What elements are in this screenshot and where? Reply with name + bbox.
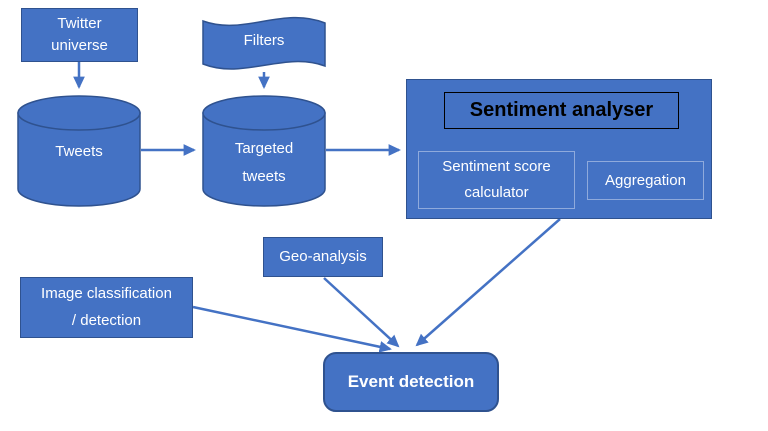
sentiment-analyser-title-box: Sentiment analyser	[444, 92, 679, 129]
arrow-geo-to-event	[323, 277, 400, 348]
sentiment-analyser-container: Sentiment analyser Sentiment score calcu…	[406, 79, 712, 219]
tweets-cylinder	[17, 95, 141, 207]
event-detection-node: Event detection	[323, 352, 499, 412]
filters-label: Filters	[243, 32, 285, 50]
targeted-tweets-label: Targeted tweets	[234, 139, 294, 186]
twitter-universe-label: Twitter universe	[51, 15, 108, 54]
targeted-tweets-node: Targeted tweets	[203, 132, 325, 194]
filters-wave-shape	[202, 16, 326, 70]
targeted-tweets-cylinder	[202, 95, 326, 207]
geo-analysis-label: Geo-analysis	[279, 248, 367, 266]
arrow-imageclass-to-event	[192, 305, 392, 353]
aggregation-node: Aggregation	[587, 161, 704, 200]
image-classification-label: Image classification / detection	[41, 285, 172, 329]
sentiment-score-calculator-node: Sentiment score calculator	[418, 151, 575, 209]
aggregation-label: Aggregation	[605, 171, 686, 189]
arrow-sentiment-to-event	[415, 218, 561, 347]
filters-node: Filters	[203, 24, 325, 58]
event-detection-label: Event detection	[347, 371, 475, 391]
tweets-label: Tweets	[55, 143, 103, 161]
image-classification-node: Image classification / detection	[20, 277, 193, 338]
tweets-node: Tweets	[18, 138, 140, 166]
sentiment-analyser-title: Sentiment analyser	[469, 99, 654, 121]
twitter-universe-node: Twitter universe	[21, 8, 138, 62]
geo-analysis-node: Geo-analysis	[263, 237, 383, 277]
sentiment-score-calculator-label: Sentiment score calculator	[442, 157, 551, 201]
